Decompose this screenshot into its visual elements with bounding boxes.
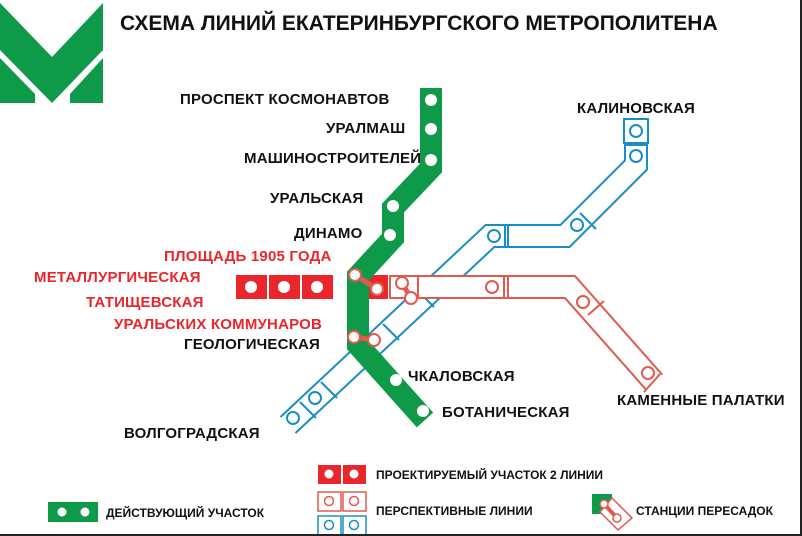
station-geologicheskaya: ГЕОЛОГИЧЕСКАЯ xyxy=(184,336,321,353)
station-tatishchevskaya: ТАТИЩЕВСКАЯ xyxy=(86,294,204,311)
legend-perspective: ПЕРСПЕКТИВНЫЕ ЛИНИИ xyxy=(376,504,533,518)
metro-logo-icon xyxy=(0,3,103,103)
legend-operating: ДЕЙСТВУЮЩИЙ УЧАСТОК xyxy=(106,506,265,520)
station-uralskaya: УРАЛЬСКАЯ xyxy=(270,190,364,207)
station-kalinovskaya: КАЛИНОВСКАЯ xyxy=(577,100,696,117)
station-chkalovskaya: ЧКАЛОВСКАЯ xyxy=(408,368,515,385)
legend-transfer: СТАНЦИИ ПЕРЕСАДОК xyxy=(636,504,773,518)
transfer-connectors xyxy=(347,268,418,347)
green-line xyxy=(347,88,442,428)
red-perspective-line xyxy=(389,275,663,393)
station-botanicheskaya: БОТАНИЧЕСКАЯ xyxy=(442,404,570,421)
station-ploshchad-1905: ПЛОЩАДЬ 1905 ГОДА xyxy=(164,248,332,265)
legend-projected: ПРОЕКТИРУЕМЫЙ УЧАСТОК 2 ЛИНИИ xyxy=(376,468,604,482)
map-title: СХЕМА ЛИНИЙ ЕКАТЕРИНБУРГСКОГО МЕТРОПОЛИТ… xyxy=(120,12,718,35)
station-mashinostroiteley: МАШИНОСТРОИТЕЛЕЙ xyxy=(244,150,422,167)
station-prospekt-kosmonavtov: ПРОСПЕКТ КОСМОНАВТОВ xyxy=(180,91,390,108)
legend-marks xyxy=(48,465,634,536)
station-volgogradskaya: ВОЛГОГРАДСКАЯ xyxy=(124,425,260,442)
station-uralmash: УРАЛМАШ xyxy=(326,120,406,137)
station-uralskikh-kommunarov: УРАЛЬСКИХ КОММУНАРОВ xyxy=(114,316,323,333)
station-kamennye-palatki: КАМЕННЫЕ ПАЛАТКИ xyxy=(617,392,785,409)
station-metallurgicheskaya: МЕТАЛЛУРГИЧЕСКАЯ xyxy=(34,269,201,286)
station-dinamo: ДИНАМО xyxy=(294,225,363,242)
